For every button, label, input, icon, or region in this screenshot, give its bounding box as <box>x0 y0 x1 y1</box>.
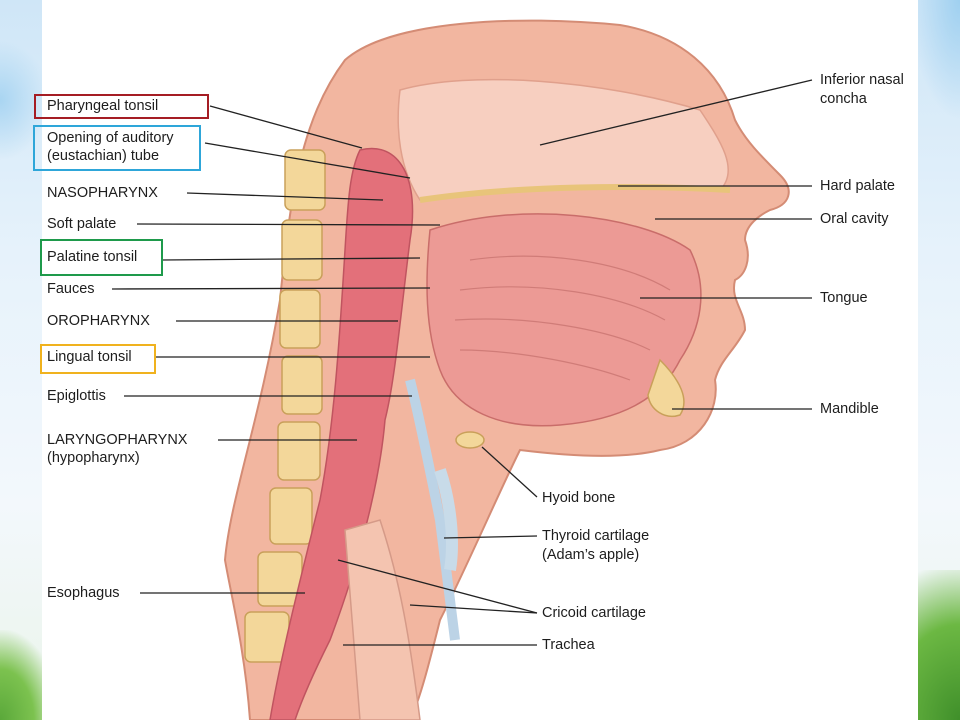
label-lingual-tonsil: Lingual tonsil <box>47 349 132 365</box>
label-soft-palate: Soft palate <box>47 216 117 232</box>
label-tongue: Tongue <box>820 290 868 306</box>
highlight-box-auditory-tube <box>33 125 201 171</box>
thyroid-cartilage-shape <box>434 468 458 571</box>
label-mandible: Mandible <box>820 401 879 417</box>
label-auditory-tube-line1: Opening of auditory <box>47 130 174 146</box>
background-sky-left <box>0 40 50 160</box>
hyoid-bone-shape <box>455 431 485 449</box>
label-fauces: Fauces <box>47 281 95 297</box>
highlight-box-lingual-tonsil <box>40 344 156 374</box>
mandible-bone <box>647 358 685 417</box>
label-thyroid-cartilage-line2: (Adam’s apple) <box>542 547 640 563</box>
tongue-ridges <box>454 255 671 381</box>
label-thyroid-cartilage-line1: Thyroid cartilage <box>542 528 650 544</box>
label-cricoid-cartilage: Cricoid cartilage <box>542 605 646 621</box>
label-trachea: Trachea <box>542 637 595 653</box>
background-sky-right <box>910 0 960 120</box>
label-oropharynx: OROPHARYNX <box>47 313 150 329</box>
epiglottis-shape <box>405 378 460 641</box>
label-pharyngeal-tonsil: Pharyngeal tonsil <box>47 98 159 114</box>
leader-lines <box>111 79 813 646</box>
label-epiglottis: Epiglottis <box>47 388 106 404</box>
label-oral-cavity: Oral cavity <box>820 211 889 227</box>
trachea-tube <box>344 519 421 720</box>
highlight-box-palatine-tonsil <box>40 239 163 276</box>
label-nasopharynx: NASOPHARYNX <box>47 185 158 201</box>
label-laryngopharynx-line2: (hypopharynx) <box>47 450 140 466</box>
highlight-box-pharyngeal-tonsil <box>34 94 209 119</box>
label-hard-palate: Hard palate <box>820 178 895 194</box>
label-palatine-tonsil: Palatine tonsil <box>47 249 138 265</box>
label-auditory-tube-line2: (eustachian) tube <box>47 148 160 164</box>
hard-palate-bone <box>419 184 731 203</box>
label-hyoid-bone: Hyoid bone <box>542 490 616 506</box>
label-inferior-nasal-concha-line1: Inferior nasal <box>820 72 904 88</box>
vertebral-column <box>244 149 326 663</box>
label-laryngopharynx-line1: LARYNGOPHARYNX <box>47 432 188 448</box>
label-esophagus: Esophagus <box>47 585 120 601</box>
pharynx <box>269 147 414 720</box>
label-inferior-nasal-concha-line2: concha <box>820 91 867 107</box>
